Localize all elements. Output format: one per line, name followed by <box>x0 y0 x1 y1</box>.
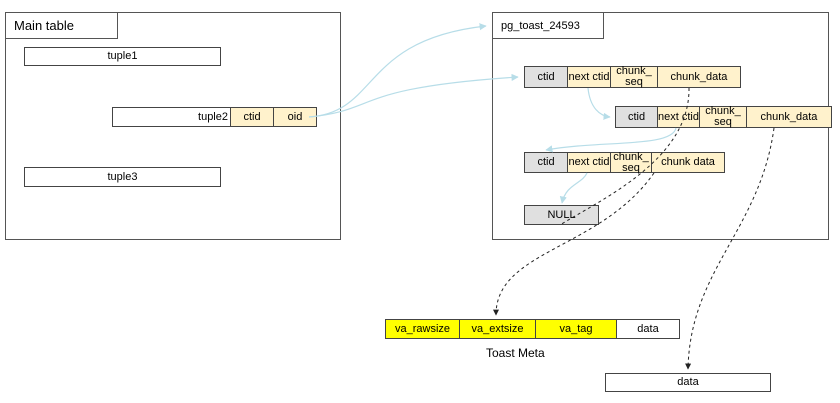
tuple2-ctid-cell: ctid <box>231 107 274 127</box>
chunk-ctid-cell: ctid <box>615 106 658 128</box>
tuple2-row: tuple2 ctid oid <box>112 107 317 127</box>
chunk-seq-cell: chunk_ seq <box>611 66 658 88</box>
toast-chunk-row-1: ctid next ctid chunk_ seq chunk_data <box>524 66 741 88</box>
chunk-data-cell: chunk_data <box>658 66 741 88</box>
data-box: data <box>605 373 771 392</box>
toast-chunk-row-2: ctid next ctid chunk_ seq chunk_data <box>615 106 832 128</box>
tuple2-box: tuple2 <box>112 107 231 127</box>
chunk-data-cell: chunk_data <box>747 106 832 128</box>
tuple2-oid-cell: oid <box>274 107 317 127</box>
chunk-ctid-cell: ctid <box>524 66 568 88</box>
chunk-data-cell: chunk data <box>652 152 725 173</box>
toast-meta-caption: Toast Meta <box>486 346 545 360</box>
toast-table-title: pg_toast_24593 <box>492 12 604 39</box>
chunk-next-ctid-cell: next ctid <box>568 152 611 173</box>
chunk-ctid-cell: ctid <box>524 152 568 173</box>
tuple3-box: tuple3 <box>24 167 221 187</box>
null-box: NULL <box>524 205 599 225</box>
meta-data-cell: data <box>617 319 680 339</box>
meta-va-tag-cell: va_tag <box>536 319 617 339</box>
chunk-seq-cell: chunk_ seq <box>611 151 652 173</box>
chunk-next-ctid-cell: next ctid <box>658 106 700 128</box>
chunk-next-ctid-cell: next ctid <box>568 66 611 88</box>
tuple1-box: tuple1 <box>24 47 221 66</box>
chunk-seq-cell: chunk_ seq <box>700 106 747 128</box>
toast-meta-row: va_rawsize va_extsize va_tag data <box>385 319 680 339</box>
meta-va-extsize-cell: va_extsize <box>460 319 536 339</box>
meta-va-rawsize-cell: va_rawsize <box>385 319 460 339</box>
main-table-title: Main table <box>5 12 118 39</box>
toast-chunk-row-3: ctid next ctid chunk_ seq chunk data <box>524 151 725 173</box>
